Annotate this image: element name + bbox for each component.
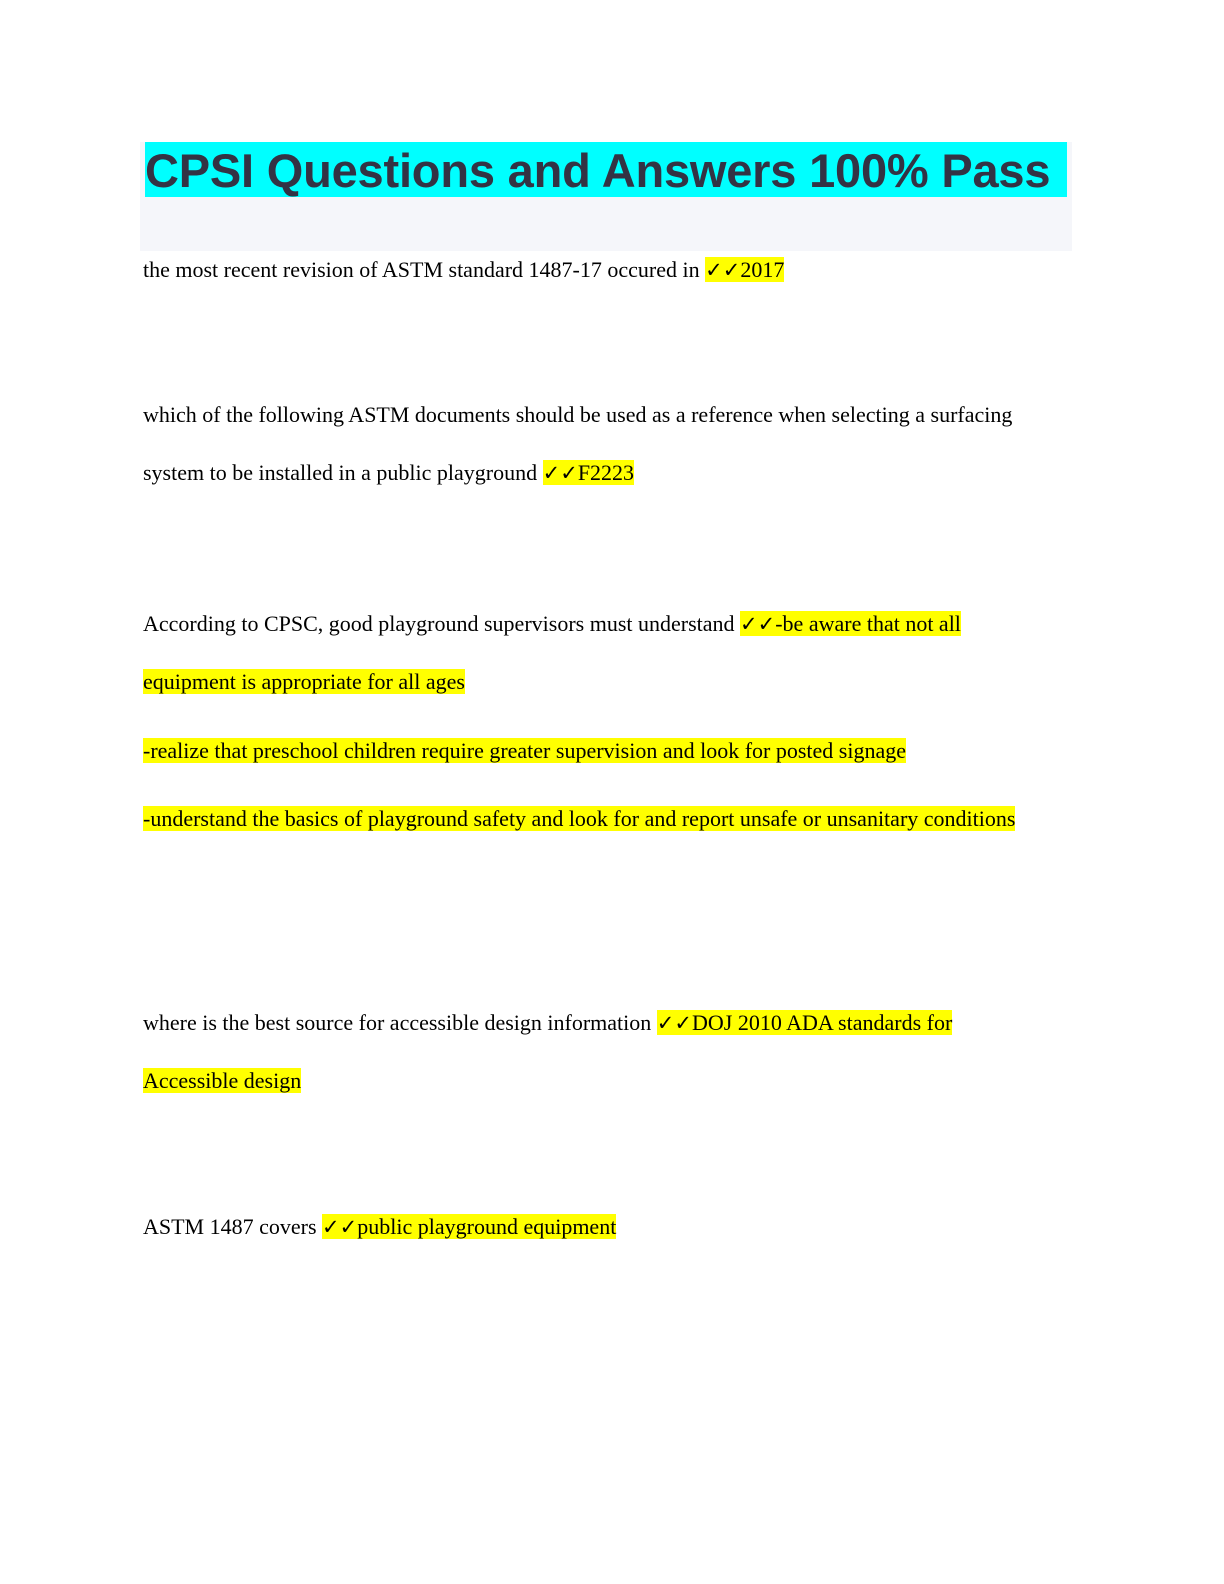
check-icon: ✓✓ [322, 1215, 358, 1239]
check-icon: ✓✓ [542, 461, 578, 485]
question-text: which of the following ASTM documents sh… [143, 402, 1013, 485]
answer-highlight: ✓✓F2223 [542, 460, 635, 485]
answer-text: DOJ 2010 ADA standards for Accessible de… [143, 1010, 953, 1093]
answer-highlight: ✓✓2017 [705, 257, 785, 282]
question-text: where is the best source for accessible … [143, 1010, 652, 1035]
qa-item: which of the following ASTM documents sh… [143, 386, 1038, 502]
check-icon: ✓✓ [656, 1011, 692, 1035]
answer-text: public playground equipment [357, 1214, 617, 1239]
qa-item: ASTM 1487 covers ✓✓public playground equ… [143, 1198, 1038, 1256]
answer-text: 2017 [740, 257, 785, 282]
answer-text: -understand the basics of playground saf… [143, 806, 1016, 831]
qa-item: where is the best source for accessible … [143, 994, 1038, 1110]
qa-item: According to CPSC, good playground super… [143, 595, 1038, 847]
question-text: ASTM 1487 covers [143, 1214, 317, 1239]
answer-text: -realize that preschool children require… [143, 738, 906, 763]
question-text: According to CPSC, good playground super… [143, 611, 735, 636]
check-icon: ✓✓ [740, 612, 776, 636]
question-text: the most recent revision of ASTM standar… [143, 257, 700, 282]
check-icon: ✓✓ [705, 258, 741, 282]
answer-text: -be aware that not all equipment is appr… [143, 611, 961, 694]
qa-item: the most recent revision of ASTM standar… [143, 241, 1038, 299]
page-title: CPSI Questions and Answers 100% Pass [145, 142, 1067, 197]
answer-highlight: ✓✓public playground equipment [322, 1214, 617, 1239]
answer-text: F2223 [577, 460, 635, 485]
